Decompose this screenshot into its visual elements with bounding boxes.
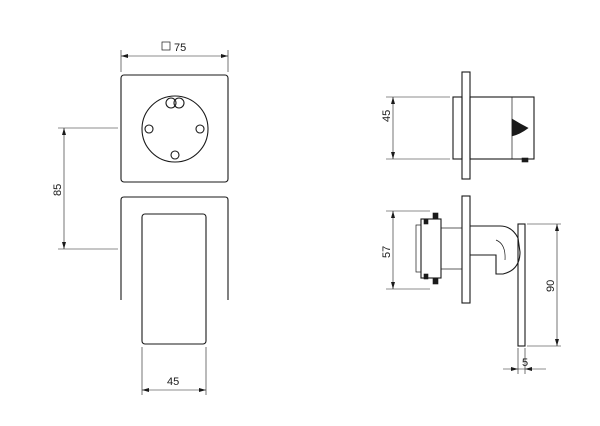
dim-front-center: 85 [52,127,118,250]
side-lever-valve [420,218,442,279]
front-cartridge-hole-right [195,124,205,134]
front-cartridge-top-ring-right [173,97,185,109]
front-square-plate [120,74,229,183]
front-cartridge-top-ring-left [165,97,177,109]
side-body-housing [452,96,463,160]
side-lever-stem [470,225,521,275]
side-body-plate [461,71,471,180]
dim-front-lever-width-label: 45 [167,376,179,388]
side-lever-plate [517,223,526,347]
dim-side-lever-thickness: 5 [503,348,546,374]
dim-side-lever-height: 90 [527,223,561,347]
front-cartridge-circle [141,95,209,163]
front-cartridge-hole-bottom [170,150,180,160]
dim-side-lever-height-label: 90 [545,280,557,292]
dim-side-body-height-label: 45 [381,110,393,122]
dim-front-lever-width: 45 [141,347,207,395]
dim-side-lever-thickness-label: 5 [522,357,528,369]
front-lever [141,213,207,345]
dim-side-body-height: 45 [381,96,450,160]
front-view: 75 85 45 [52,41,229,395]
side-view-lever: 57 90 5 [381,195,561,374]
side-view-body: 45 [381,71,535,180]
side-body-main [469,96,535,160]
side-lever-wallplate [461,195,471,304]
dim-side-flange-height: 57 [381,210,430,290]
front-lower-plate [120,196,229,300]
dim-front-width-label: 75 [174,42,186,54]
dim-side-flange-height-label: 57 [381,246,393,258]
dim-front-center-label: 85 [52,184,64,196]
front-cartridge-hole-left [144,124,154,134]
dim-front-width: 75 [120,41,229,72]
side-body-slot [511,118,529,137]
